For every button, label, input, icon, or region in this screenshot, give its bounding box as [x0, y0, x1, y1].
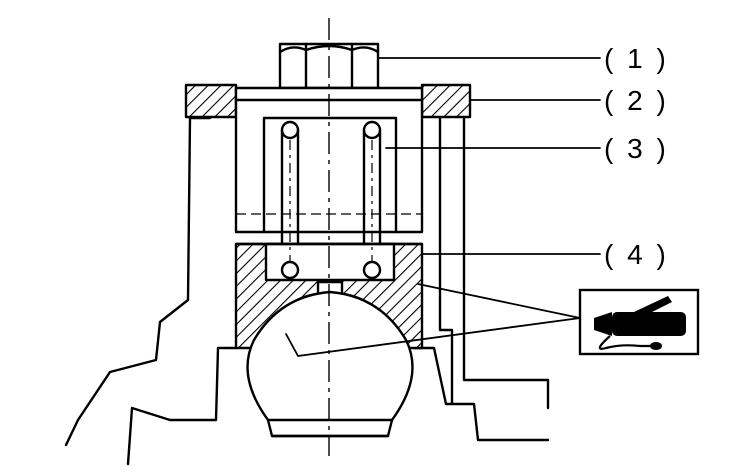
spring-coil-bottom-left	[280, 260, 300, 280]
callout-label-4: ( 4 )	[604, 239, 669, 270]
callout-label-1: ( 1 )	[604, 43, 669, 74]
spring-coil-bottom-right	[362, 260, 382, 280]
callout-label-2: ( 2 )	[604, 85, 669, 116]
grease-gun-icon	[578, 288, 700, 356]
ball-stud	[246, 290, 414, 422]
grease-leader-lines	[285, 283, 581, 357]
housing-right-inner-contour	[412, 346, 550, 442]
ball-stud-neck	[266, 418, 394, 438]
callout-label-3: ( 3 )	[604, 133, 669, 164]
washer-left-section	[184, 83, 238, 119]
housing-left-inner-contour	[126, 346, 238, 466]
housing-right-wall	[462, 116, 550, 410]
spring-cavity	[262, 116, 398, 234]
housing-right-inner-wall	[438, 116, 454, 406]
housing-left-wall	[64, 116, 212, 447]
washer-right-section	[420, 83, 472, 119]
